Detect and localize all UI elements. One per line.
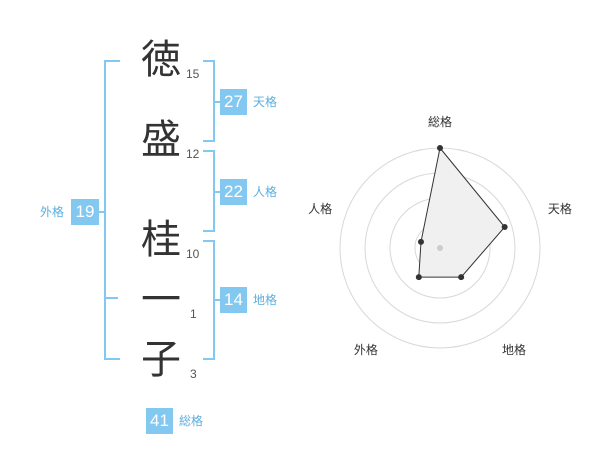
- gaikaku-label: 外格: [40, 205, 65, 219]
- stroke-count-3: 10: [186, 247, 200, 261]
- stroke-count-2: 12: [186, 147, 200, 161]
- name-char-3: 桂: [141, 217, 181, 263]
- tenkaku-value: 27: [220, 89, 247, 115]
- soukaku-value: 41: [146, 408, 173, 434]
- radar-axis-label: 地格: [502, 342, 526, 357]
- radar-axis-label: 人格: [308, 201, 332, 216]
- stroke-count-5: 3: [190, 367, 197, 381]
- name-char-5: 子: [141, 337, 181, 383]
- radar-shape: [418, 146, 506, 278]
- stroke-count-1: 15: [186, 67, 200, 81]
- radar-point: [501, 223, 508, 230]
- name-char-2: 盛: [141, 117, 181, 163]
- name-char-4: 一: [141, 277, 181, 323]
- radar-center-dot: [437, 245, 443, 251]
- stroke-count-4: 1: [190, 307, 197, 321]
- radar-axis-label: 総格: [428, 114, 452, 129]
- chikaku-value: 14: [220, 287, 247, 313]
- radar-point: [458, 274, 465, 281]
- radar-point: [417, 238, 424, 245]
- radar-point: [415, 274, 422, 281]
- jinkaku-value: 22: [220, 179, 247, 205]
- jinkaku-connector: [213, 191, 221, 193]
- radar-axis-label: 天格: [548, 201, 572, 216]
- jinkaku-label: 人格: [253, 185, 278, 199]
- gaikaku-bracket: [104, 60, 120, 360]
- gaikaku-connector: [98, 211, 106, 213]
- radar-axis-label: 外格: [354, 342, 378, 357]
- chikaku-label: 地格: [253, 293, 278, 307]
- tenkaku-label: 天格: [253, 95, 278, 109]
- soukaku-label: 総格: [179, 414, 204, 428]
- name-char-1: 徳: [141, 37, 181, 83]
- radar-point: [437, 145, 443, 151]
- gaikaku-value: 19: [71, 199, 99, 225]
- chikaku-connector: [213, 299, 221, 301]
- gaikaku-divider: [104, 297, 118, 299]
- tenkaku-connector: [213, 101, 221, 103]
